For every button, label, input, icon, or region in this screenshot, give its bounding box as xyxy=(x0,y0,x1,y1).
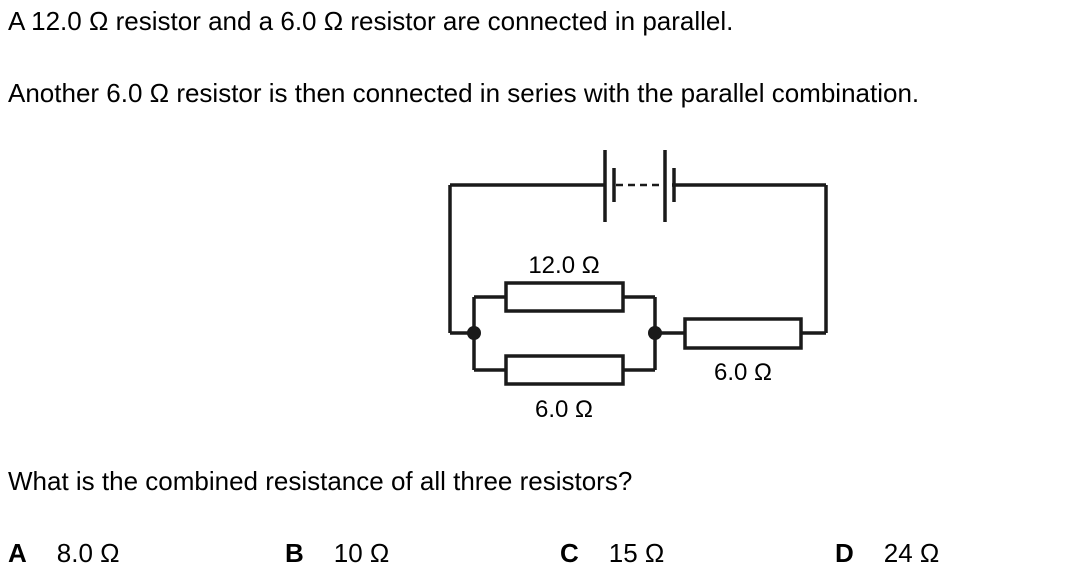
option-c[interactable]: C 15 Ω xyxy=(560,538,664,568)
battery-icon xyxy=(603,150,676,222)
option-letter: B xyxy=(285,538,304,568)
option-value: 10 Ω xyxy=(333,538,390,568)
option-b[interactable]: B 10 Ω xyxy=(285,538,389,568)
option-d[interactable]: D 24 Ω xyxy=(835,538,939,568)
question-prompt: What is the combined resistance of all t… xyxy=(8,466,633,496)
question-text-line-2: Another 6.0 Ω resistor is then connected… xyxy=(8,78,920,108)
circuit-diagram: 12.0 Ω 6.0 Ω 6.0 Ω xyxy=(448,150,828,423)
question-text-line-1: A 12.0 Ω resistor and a 6.0 Ω resistor a… xyxy=(8,6,734,36)
option-letter: C xyxy=(560,538,579,568)
resistor-6-ohm-parallel xyxy=(504,354,625,386)
junction-dot-left xyxy=(467,326,481,340)
option-letter: A xyxy=(8,538,27,568)
option-value: 24 Ω xyxy=(883,538,940,568)
option-a[interactable]: A 8.0 Ω xyxy=(8,538,120,568)
option-letter: D xyxy=(835,538,854,568)
junction-dot-right xyxy=(648,326,662,340)
option-value: 15 Ω xyxy=(608,538,665,568)
label-top-resistor: 12.0 Ω xyxy=(528,252,599,279)
label-series-resistor: 6.0 Ω xyxy=(714,359,772,386)
option-value: 8.0 Ω xyxy=(56,538,120,568)
resistor-12-ohm xyxy=(504,281,625,313)
label-bottom-resistor: 6.0 Ω xyxy=(535,396,593,423)
resistor-6-ohm-series xyxy=(683,317,803,350)
